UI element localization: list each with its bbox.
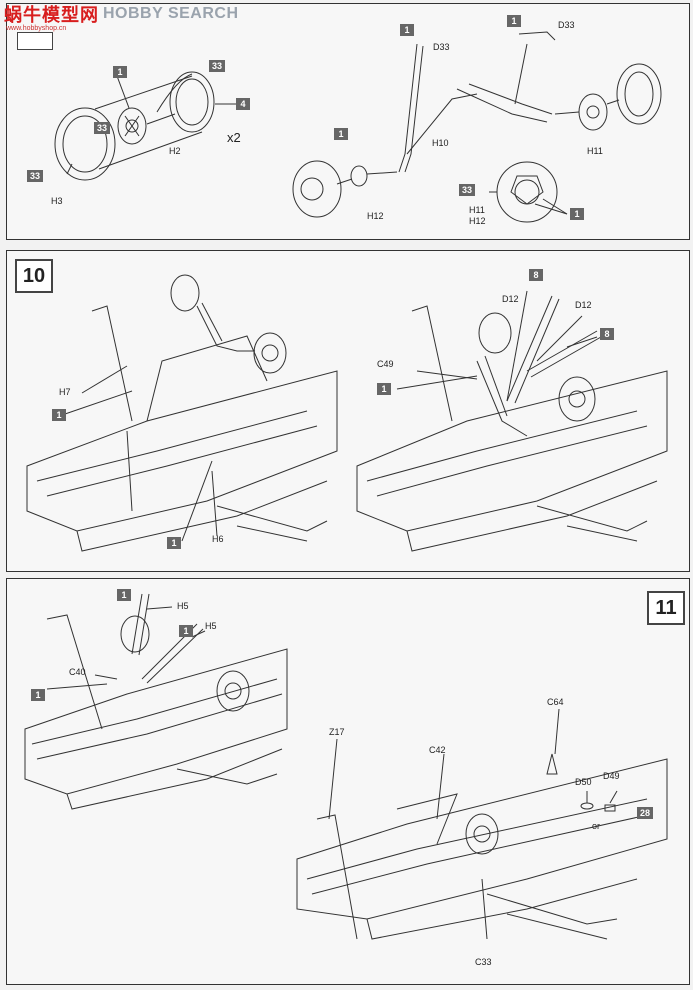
part-label-h7: H7 <box>59 387 71 397</box>
part-label-c42: C42 <box>429 745 446 755</box>
part-label-h5: H5 <box>177 601 189 611</box>
part-label-d12: D12 <box>502 294 519 304</box>
part-tag-1: 1 <box>334 128 348 140</box>
part-tag-8: 8 <box>600 328 614 340</box>
part-tag-1: 1 <box>507 15 521 27</box>
part-tag-1: 1 <box>400 24 414 36</box>
wheel-assembly-drawing <box>54 31 662 223</box>
part-label-z17: Z17 <box>329 727 345 737</box>
step-panel-10: 10 <box>6 250 690 572</box>
step-number-10: 10 <box>15 259 53 293</box>
part-tag-1: 1 <box>52 409 66 421</box>
step-panel-11: 11 <box>6 578 690 985</box>
part-label-c40: C40 <box>69 667 86 677</box>
part-tag-1: 1 <box>113 66 127 78</box>
part-tag-1: 1 <box>31 689 45 701</box>
part-tag-4: 4 <box>236 98 250 110</box>
alternative-or-label: or <box>592 821 601 831</box>
part-label-c64: C64 <box>547 697 564 707</box>
part-label-d33: D33 <box>558 20 575 30</box>
step-panel-wheels: 1 33 4 33 33 H2 H3 x2 1 D33 1 D33 H10 H1… <box>6 3 690 240</box>
fuselage-drawing-step-10 <box>26 274 668 552</box>
part-label-h3: H3 <box>51 196 63 206</box>
part-label-h11: H11 <box>469 205 485 215</box>
part-label-h12: H12 <box>469 216 486 226</box>
part-tag-1: 1 <box>377 383 391 395</box>
part-label-c49: C49 <box>377 359 394 369</box>
part-tag-8: 8 <box>529 269 543 281</box>
part-label-h12: H12 <box>367 211 384 221</box>
part-label-h2: H2 <box>169 146 181 156</box>
part-label-d12: D12 <box>575 300 592 310</box>
part-label-c33: C33 <box>475 957 492 967</box>
part-tag-33: 33 <box>459 184 476 196</box>
part-tag-28: 28 <box>637 807 654 819</box>
fuselage-drawing-step-11 <box>24 593 668 940</box>
part-tag-1: 1 <box>179 625 193 637</box>
watermark-url: www.hobbyshop.cn <box>6 25 67 32</box>
watermark-brand-cn: 蜗牛模型网 <box>4 5 99 26</box>
part-label-h5: H5 <box>205 621 217 631</box>
part-tag-33: 33 <box>27 170 44 182</box>
part-label-h11: H11 <box>587 146 603 156</box>
part-label-d49: D49 <box>603 771 620 781</box>
part-tag-33: 33 <box>209 60 226 72</box>
quantity-x2: x2 <box>227 130 241 145</box>
part-label-d50: D50 <box>575 777 592 787</box>
part-label-h10: H10 <box>432 138 449 148</box>
part-tag-33: 33 <box>94 122 111 134</box>
watermark-brand-en: HOBBY SEARCH <box>103 5 239 22</box>
part-label-d33: D33 <box>433 42 450 52</box>
part-tag-1: 1 <box>117 589 131 601</box>
part-tag-1: 1 <box>570 208 584 220</box>
part-label-h6: H6 <box>212 534 224 544</box>
step-number-box-blank <box>17 32 53 50</box>
watermark-logo: 蜗牛模型网 HOBBY SEARCH www.hobbyshop.cn <box>4 3 239 32</box>
part-tag-1: 1 <box>167 537 181 549</box>
step-number-11: 11 <box>647 591 685 625</box>
